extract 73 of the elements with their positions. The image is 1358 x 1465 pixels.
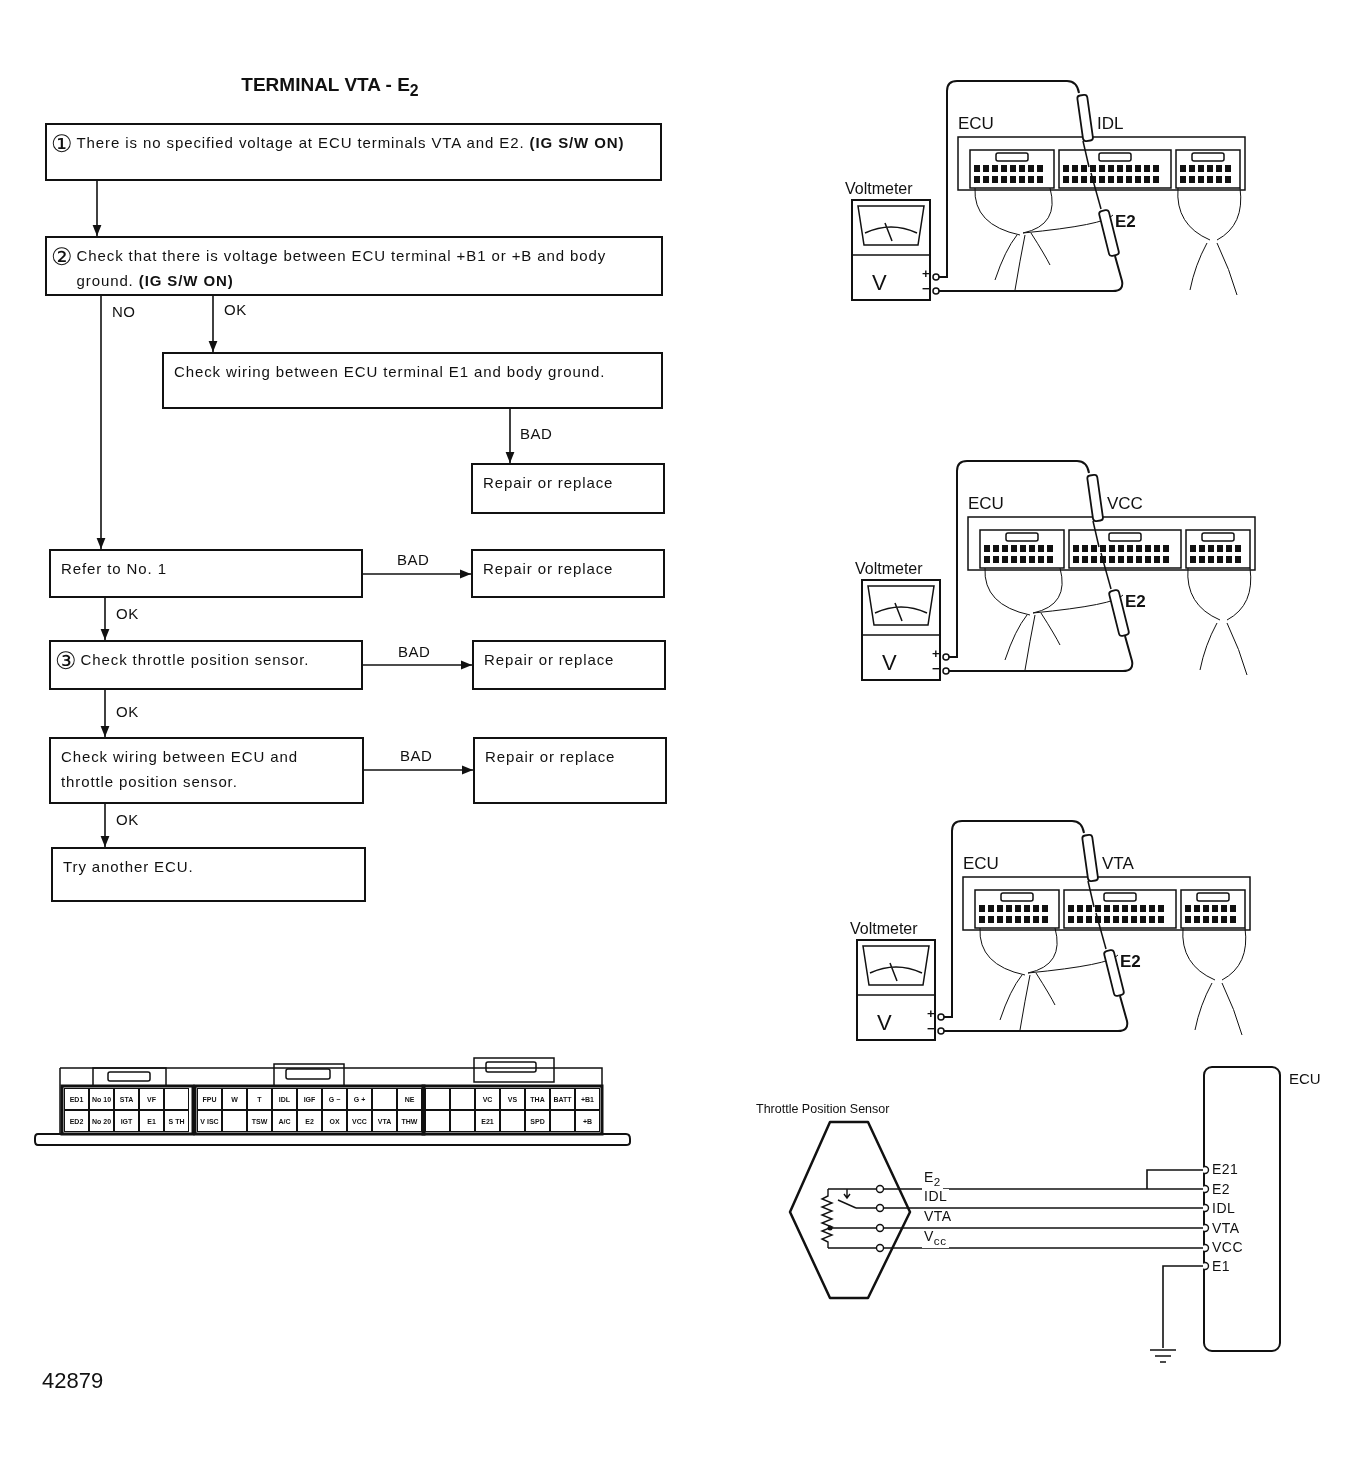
step-text: Repair or replace <box>483 559 614 579</box>
step-text: Check throttle position sensor. <box>80 650 310 670</box>
wire <box>1162 1265 1204 1349</box>
terminal-label: − <box>922 282 930 295</box>
terminal-label: − <box>932 662 940 675</box>
ecu-label: ECU <box>963 855 999 872</box>
diagram-title: TERMINAL VTA - E$_{2}$ <box>241 74 419 100</box>
edge-label: V$_{cc}$ <box>922 1229 949 1248</box>
figure-number: 42879 <box>42 1368 104 1394</box>
process-box <box>162 352 663 409</box>
pin-label: IDL <box>1212 1201 1236 1215</box>
terminal-label: − <box>927 1022 935 1035</box>
ecu-label: ECU <box>968 495 1004 512</box>
step-text: Check wiring between ECU terminal E1 and body ground. <box>174 362 606 382</box>
voltmeter-label: Voltmeter <box>845 181 913 197</box>
terminal-label: + <box>932 647 940 660</box>
arrow <box>100 803 110 848</box>
step-text: Check wiring between ECU and throttle position sensor. <box>61 747 299 792</box>
probe-label: VTA <box>1102 855 1134 872</box>
step-text: Repair or replace <box>485 747 616 767</box>
process-box <box>51 847 366 902</box>
meter-label: V <box>872 272 887 294</box>
process-box <box>471 549 665 598</box>
wire <box>917 1207 1204 1209</box>
process-box <box>49 549 363 598</box>
step-number: ③ <box>55 648 77 675</box>
terminal-label: + <box>927 1007 935 1020</box>
step-number: ① <box>51 131 73 158</box>
arrow <box>505 408 515 464</box>
process-box <box>471 463 665 514</box>
probe-label: IDL <box>1097 115 1124 132</box>
arrow <box>362 660 473 670</box>
sensor-name: Throttle Position Sensor <box>756 1102 890 1116</box>
meter-label: V <box>877 1012 892 1034</box>
step-text: There is no specified voltage at ECU terminals VTA and E2. (IG S/W ON) <box>76 133 625 153</box>
step-number: ② <box>51 244 73 271</box>
process-box <box>49 737 364 804</box>
arrow <box>92 180 102 237</box>
edge-label: E$_{2}$ <box>922 1170 943 1189</box>
process-box <box>473 737 667 804</box>
wire <box>917 1247 1204 1249</box>
process-box <box>45 236 663 296</box>
process-box <box>45 123 662 181</box>
step-text: Try another ECU. <box>63 857 194 877</box>
probe-label: E2 <box>1125 593 1146 610</box>
arrow <box>208 295 218 353</box>
ecu-name: ECU <box>1289 1070 1321 1087</box>
probe-label: E2 <box>1120 953 1141 970</box>
voltmeter-label: Voltmeter <box>855 561 923 577</box>
step-text: Repair or replace <box>484 650 615 670</box>
pin-label: E2 <box>1212 1182 1231 1196</box>
arrow <box>362 569 472 579</box>
step-text: Check that there is voltage between ECU terminal +B1 or +B and body ground. (IG S/W ON) <box>76 246 608 291</box>
probe-label: VCC <box>1107 495 1143 512</box>
ecu-label: ECU <box>958 115 994 132</box>
voltmeter-label: Voltmeter <box>850 921 918 937</box>
arrow <box>100 597 110 641</box>
probe-label: E2 <box>1115 213 1136 230</box>
arrow <box>100 689 110 738</box>
terminal-label: + <box>922 267 930 280</box>
pin-label: VCC <box>1212 1240 1244 1254</box>
arrow <box>363 765 474 775</box>
step-text: Refer to No. 1 <box>61 559 167 579</box>
pin-label: VTA <box>1212 1221 1240 1235</box>
step-text: Repair or replace <box>483 473 614 493</box>
process-box <box>472 640 666 690</box>
pin-label: E21 <box>1212 1162 1239 1176</box>
wire <box>917 1227 1204 1229</box>
pin-label: E1 <box>1212 1259 1231 1273</box>
arrow <box>96 295 106 550</box>
process-box <box>49 640 363 690</box>
wire <box>917 1188 1204 1190</box>
meter-label: V <box>882 652 897 674</box>
